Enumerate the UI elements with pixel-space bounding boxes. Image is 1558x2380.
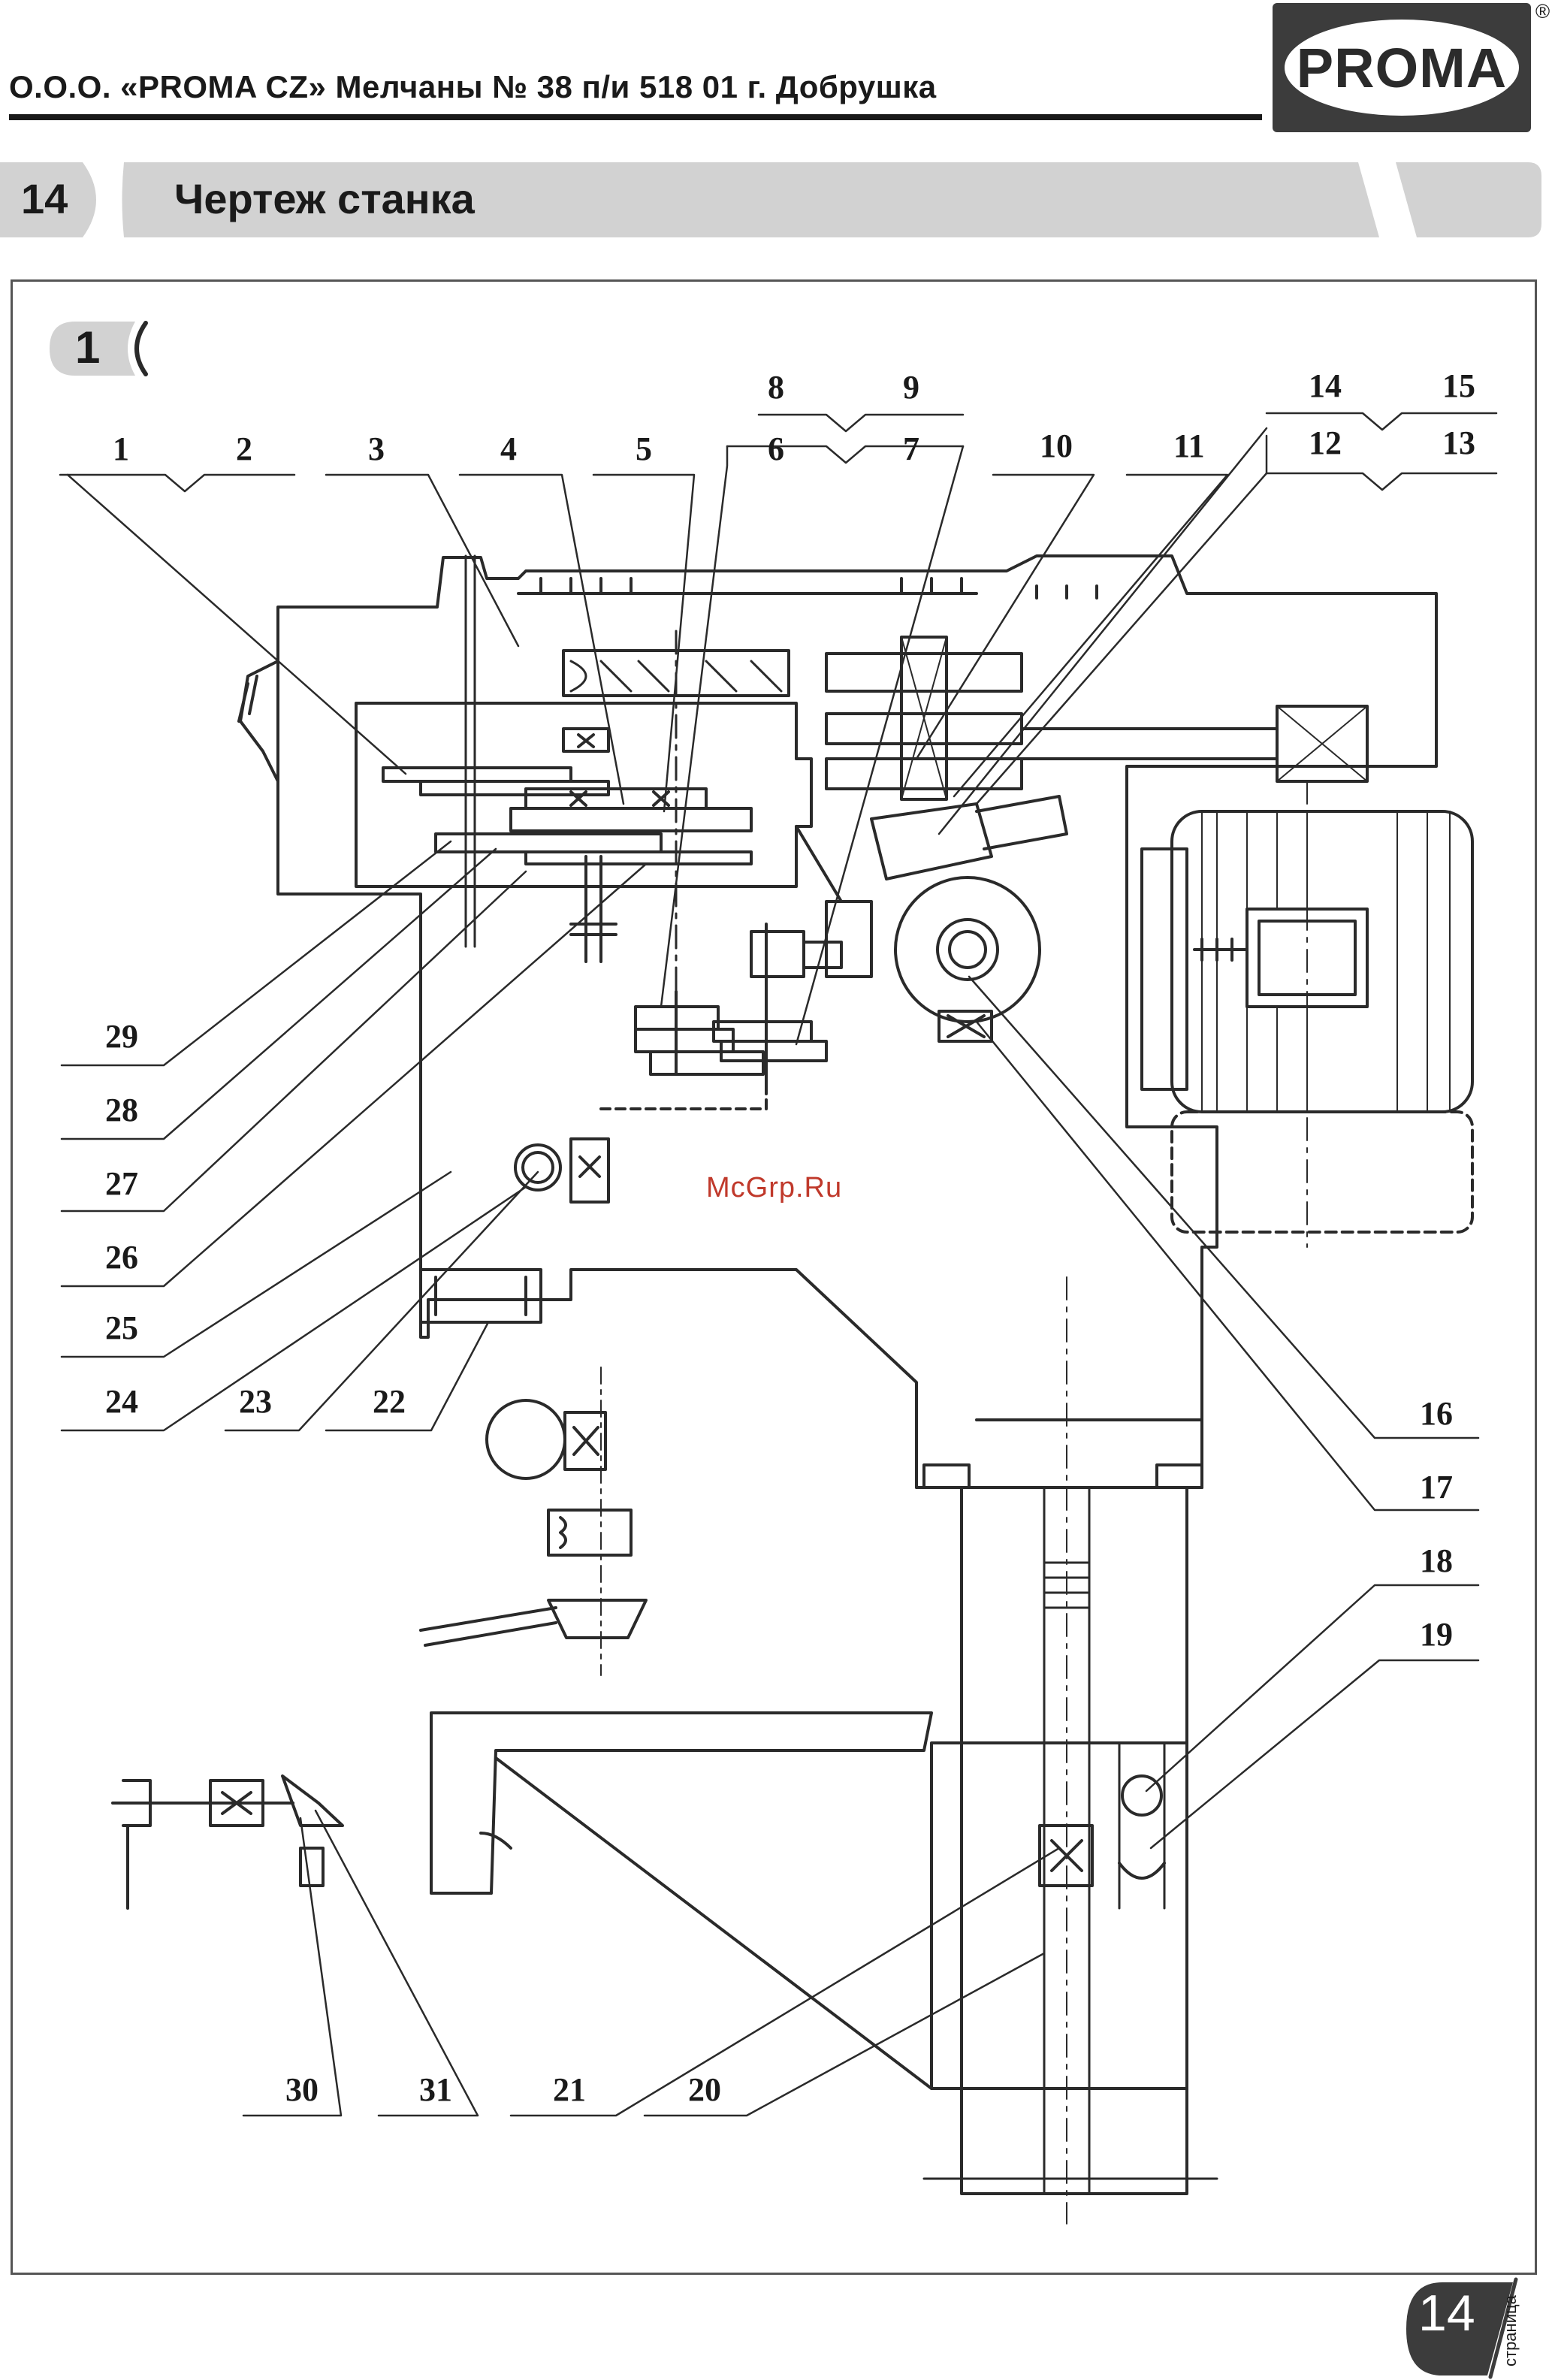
column-base xyxy=(916,1420,1202,1488)
callout-4: 4 xyxy=(500,430,517,467)
callout-31: 31 xyxy=(419,2071,452,2108)
callout-25: 25 xyxy=(105,1309,138,1346)
callout-28: 28 xyxy=(105,1092,138,1128)
gear-3 xyxy=(526,789,706,808)
callout-16: 16 xyxy=(1420,1395,1453,1432)
callout-8: 8 xyxy=(768,369,784,406)
callout-23: 23 xyxy=(239,1383,272,1420)
callout-2: 2 xyxy=(236,430,252,467)
callout-13: 13 xyxy=(1442,424,1475,461)
gear-5 xyxy=(436,834,661,852)
gear-4 xyxy=(511,808,751,831)
callout-30: 30 xyxy=(285,2071,319,2108)
callout-22: 22 xyxy=(373,1383,406,1420)
callout-29: 29 xyxy=(105,1018,138,1055)
callout-24: 24 xyxy=(105,1383,138,1420)
handwheel xyxy=(895,877,1040,1022)
callout-5: 5 xyxy=(636,430,652,467)
callout-27: 27 xyxy=(105,1165,138,1202)
callout-15: 15 xyxy=(1442,367,1475,404)
callout-6: 6 xyxy=(768,430,784,467)
callout-19: 19 xyxy=(1420,1616,1453,1653)
callout-11: 11 xyxy=(1173,427,1205,464)
page-word: страница xyxy=(1501,2295,1520,2366)
callout-9: 9 xyxy=(903,369,919,406)
table-bracket xyxy=(931,1743,1187,2089)
callout-21: 21 xyxy=(553,2071,586,2108)
page-number: 14 xyxy=(1418,2284,1475,2342)
callout-10: 10 xyxy=(1040,427,1073,464)
callout-14: 14 xyxy=(1309,367,1342,404)
callout-12: 12 xyxy=(1309,424,1342,461)
callout-20: 20 xyxy=(688,2071,721,2108)
gear-1 xyxy=(383,768,571,781)
callout-17: 17 xyxy=(1420,1469,1453,1506)
gear-6 xyxy=(526,852,751,864)
callout-3: 3 xyxy=(368,430,385,467)
figure-badge-number: 1 xyxy=(75,322,100,373)
callout-1: 1 xyxy=(113,430,129,467)
callout-26: 26 xyxy=(105,1239,138,1276)
watermark: McGrp.Ru xyxy=(706,1172,842,1204)
callout-18: 18 xyxy=(1420,1542,1453,1579)
callout-7: 7 xyxy=(903,430,919,467)
table-arm xyxy=(431,1713,931,1893)
head-housing xyxy=(278,556,1436,1488)
